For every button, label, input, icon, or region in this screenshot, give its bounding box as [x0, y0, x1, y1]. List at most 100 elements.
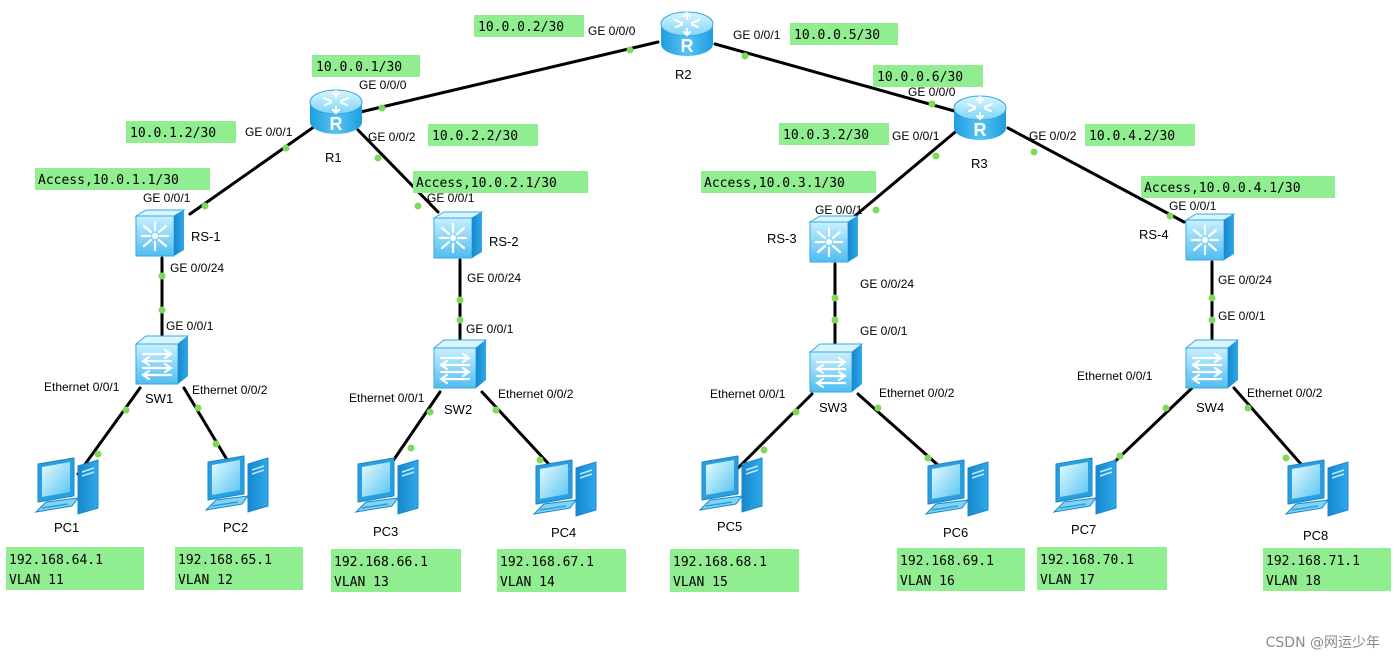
switch-icon[interactable] [808, 342, 864, 394]
ip-label-rs1: Access,10.0.1.1/30 [38, 173, 179, 188]
port-dot [831, 294, 839, 302]
port-label: GE 0/0/1 [1218, 309, 1266, 323]
device-label-sw2: SW2 [444, 402, 472, 417]
pc-icon[interactable] [355, 457, 419, 515]
port-label: Ethernet 0/0/2 [498, 387, 574, 401]
port-dot [741, 52, 749, 60]
port-dot [282, 144, 290, 152]
port-dot [1208, 316, 1216, 324]
port-dot [426, 408, 434, 416]
host-vlan-pc1: VLAN 11 [9, 573, 64, 588]
host-ip-pc8: 192.168.71.1 [1266, 554, 1360, 569]
device-names: R2 R1 R3 RS-1 RS-2 RS-3 RS-4 SW1 SW2 SW3… [54, 67, 1328, 543]
device-label-rs3: RS-3 [767, 231, 797, 246]
port-dot [872, 206, 880, 214]
host-vlan-pc2: VLAN 12 [178, 573, 233, 588]
device-label-sw1: SW1 [145, 391, 173, 406]
devices [35, 10, 1349, 517]
host-vlan-pc3: VLAN 13 [334, 575, 389, 590]
l3-switch-icon[interactable] [1184, 212, 1236, 262]
port-label: GE 0/0/1 [466, 322, 514, 336]
port-dot [407, 444, 415, 452]
port-dot [378, 104, 386, 112]
ip-label-r2-ge000: 10.0.0.2/30 [478, 20, 564, 35]
device-label-pc3: PC3 [373, 524, 398, 539]
address-labels: 10.0.0.2/30 10.0.0.5/30 10.0.0.1/30 10.0… [35, 15, 1335, 198]
l3-switch-icon[interactable] [134, 208, 186, 258]
port-dot [536, 456, 544, 464]
port-label: GE 0/0/1 [860, 324, 908, 338]
ip-label-r3-ge002: 10.0.4.2/30 [1089, 129, 1175, 144]
port-label: GE 0/0/24 [1218, 273, 1272, 287]
port-label: Ethernet 0/0/1 [44, 380, 120, 394]
router-icon[interactable] [308, 88, 364, 136]
port-dot [1208, 294, 1216, 302]
pc-icon[interactable] [533, 459, 597, 517]
port-label: GE 0/0/0 [588, 24, 636, 38]
port-dot [456, 296, 464, 304]
switch-icon[interactable] [1184, 338, 1240, 390]
port-label: GE 0/0/1 [245, 125, 293, 139]
ip-label-r1-ge002: 10.0.2.2/30 [432, 129, 518, 144]
router-icon[interactable] [952, 94, 1008, 142]
port-dot [792, 408, 800, 416]
host-ip-pc3: 192.168.66.1 [334, 555, 428, 570]
port-dot [212, 440, 220, 448]
port-label: Ethernet 0/0/2 [192, 383, 268, 397]
host-info: 192.168.64.1 VLAN 11 192.168.65.1 VLAN 1… [6, 547, 1391, 592]
port-dot [1282, 454, 1290, 462]
link-sw3-pc5 [734, 392, 814, 472]
link-sw4-pc8 [1232, 386, 1310, 474]
port-dot [456, 316, 464, 324]
link-sw1-pc1 [76, 386, 142, 476]
port-label: GE 0/0/1 [815, 203, 863, 217]
link-r3-rs3 [848, 126, 962, 222]
device-label-pc4: PC4 [551, 525, 576, 540]
port-dot [158, 306, 166, 314]
port-dot [831, 316, 839, 324]
pc-icon[interactable] [1053, 457, 1117, 515]
pc-icon[interactable] [925, 459, 989, 517]
port-dot [201, 202, 209, 210]
port-label: GE 0/0/1 [427, 191, 475, 205]
ip-label-r2-ge001: 10.0.0.5/30 [794, 28, 880, 43]
host-vlan-pc5: VLAN 15 [673, 575, 728, 590]
link-r1-rs1 [188, 122, 320, 216]
link-sw2-pc4 [480, 390, 560, 476]
port-dot [924, 454, 932, 462]
port-dot [760, 446, 768, 454]
pc-icon[interactable] [1285, 459, 1349, 517]
device-label-pc7: PC7 [1071, 522, 1096, 537]
switch-icon[interactable] [134, 334, 190, 386]
port-dot [874, 404, 882, 412]
port-label: GE 0/0/1 [1169, 199, 1217, 213]
port-label: GE 0/0/2 [368, 130, 416, 144]
l3-switch-icon[interactable] [432, 210, 484, 260]
port-dot [928, 100, 936, 108]
ip-label-r3-ge000: 10.0.0.6/30 [877, 70, 963, 85]
pc-icon[interactable] [205, 455, 269, 513]
device-label-pc2: PC2 [223, 520, 248, 535]
port-label: GE 0/0/1 [143, 191, 191, 205]
port-dot [626, 46, 634, 54]
pc-icon[interactable] [35, 457, 99, 515]
port-label: Ethernet 0/0/1 [1077, 369, 1153, 383]
device-label-rs1: RS-1 [191, 229, 221, 244]
port-dot [94, 450, 102, 458]
router-icon[interactable] [659, 10, 715, 58]
link-r2-r3 [713, 42, 960, 114]
pc-icon[interactable] [699, 455, 763, 513]
device-label-pc5: PC5 [717, 519, 742, 534]
ip-label-rs3: Access,10.0.3.1/30 [704, 176, 845, 191]
l3-switch-icon[interactable] [808, 214, 860, 264]
switch-icon[interactable] [432, 338, 488, 390]
port-dot [1116, 452, 1124, 460]
port-dot [122, 406, 130, 414]
device-label-rs4: RS-4 [1139, 227, 1169, 242]
ip-label-r1-ge001: 10.0.1.2/30 [130, 126, 216, 141]
port-dot [158, 272, 166, 280]
host-vlan-pc6: VLAN 16 [900, 574, 955, 589]
port-label: GE 0/0/1 [733, 28, 781, 42]
port-dot [492, 406, 500, 414]
